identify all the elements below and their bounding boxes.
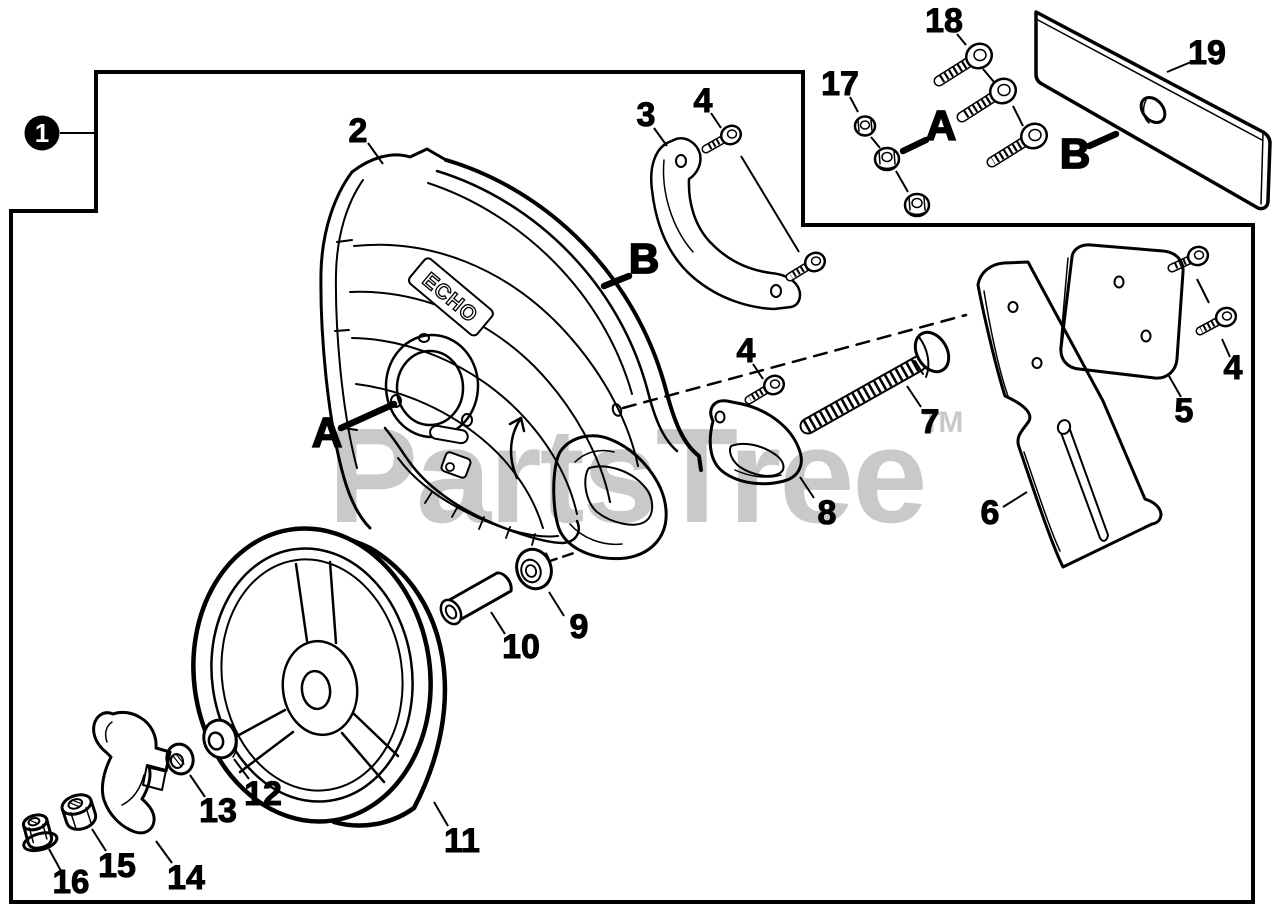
callout-12[interactable]: 12: [244, 775, 283, 814]
nut-17-middle: [873, 146, 901, 172]
screw-4-mid-left: [785, 251, 827, 282]
bolt-18-middle: [956, 77, 1018, 123]
leader-6: [1002, 491, 1028, 508]
ref-letter-b-inset: B: [1060, 130, 1090, 177]
callout-5[interactable]: 5: [1174, 392, 1194, 431]
screw-4-top: [701, 124, 743, 154]
part-8-bracket: [708, 399, 803, 486]
leader-16: [48, 848, 62, 872]
part-5-plate: [1059, 243, 1185, 380]
brand-badge: ECHO: [407, 257, 494, 337]
leader-12: [233, 758, 250, 780]
part-15-nut: [60, 793, 98, 831]
callout-10[interactable]: 10: [502, 628, 541, 667]
callout-labels: 2 3 4 4 4 5 6 7 8 9 10 11 12 13 14 15: [48, 2, 1243, 901]
ref-letter-b-main: B: [629, 235, 659, 282]
part-17-nuts: [853, 115, 931, 218]
ref-a-inset-pointer: [899, 136, 930, 155]
nut-17-top: [853, 115, 877, 137]
leader-17: [849, 96, 859, 113]
callout-1-circle[interactable]: [24, 115, 60, 151]
screw-4-right-upper: [1167, 245, 1210, 273]
leader-19: [1166, 61, 1192, 73]
callout-19[interactable]: 19: [1188, 34, 1227, 73]
screw-4-right-lower: [1195, 306, 1238, 336]
shield-rear-boot: [552, 434, 668, 561]
callout-4-top[interactable]: 4: [693, 82, 713, 121]
leader-3: [653, 127, 668, 147]
leader-5: [1168, 375, 1182, 398]
leader-11: [433, 801, 449, 827]
part-10-spacer: [439, 571, 513, 626]
ref-b-main-pointer: [600, 272, 633, 290]
bolt-18-bottom: [986, 122, 1049, 168]
ref-a-main-pointer: [337, 400, 398, 432]
part-6-plate: [976, 260, 1163, 569]
leader-13: [189, 774, 206, 798]
part-2-shield: ECHO: [319, 147, 703, 561]
part-16-nut: [21, 813, 59, 853]
leader-10: [490, 611, 506, 635]
leader-9: [548, 591, 565, 617]
bolt-18-top: [933, 42, 994, 87]
callout-7[interactable]: 7: [920, 403, 940, 442]
part-18-bolts: [933, 42, 1049, 168]
diagram-frame-border: [9, 70, 1255, 904]
callout-9[interactable]: 9: [569, 608, 589, 647]
watermark-tm: TM: [922, 406, 961, 439]
leader-8: [799, 476, 815, 499]
part-12-washer: [202, 718, 238, 760]
leader-14: [155, 840, 173, 864]
leader-7: [906, 385, 922, 408]
part-7-bolt: [799, 330, 951, 435]
part-19-scraper-blade: [1034, 10, 1272, 211]
rotation-arrow-icon: [508, 416, 526, 480]
callout-16[interactable]: 16: [52, 863, 90, 901]
leader-4-top-a: [710, 112, 722, 129]
part-14-lever: [92, 710, 172, 835]
callout-3[interactable]: 3: [636, 96, 656, 135]
leader-18: [956, 33, 967, 46]
inset-hardware-group: [853, 10, 1272, 218]
callout-2[interactable]: 2: [348, 112, 368, 151]
part-3-bracket: [650, 137, 802, 311]
part-11-wheel: [191, 526, 448, 828]
leader-4-right-a: [1196, 278, 1210, 304]
part-4-screws: [701, 124, 1238, 405]
callout-11[interactable]: 11: [444, 822, 481, 861]
wheel-spokes: [224, 560, 400, 784]
part-9-washer: [515, 547, 553, 591]
callout-13[interactable]: 13: [199, 792, 238, 831]
callout-1-assembly[interactable]: 1: [24, 115, 95, 151]
ref-b-inset-pointer: [1085, 130, 1120, 150]
leader-4-center: [752, 363, 764, 380]
leader-15: [91, 828, 107, 852]
nut-17-bottom: [903, 192, 931, 218]
callout-1[interactable]: 1: [35, 118, 49, 148]
ref-letter-a-main: A: [312, 409, 342, 456]
leader-4-right-b: [1221, 338, 1231, 358]
callout-18[interactable]: 18: [925, 2, 964, 41]
callout-15[interactable]: 15: [98, 847, 137, 886]
reference-letters: A B A B: [311, 101, 1120, 457]
callout-17[interactable]: 17: [821, 65, 860, 104]
callout-6[interactable]: 6: [980, 494, 1000, 533]
screw-4-center: [744, 374, 786, 405]
callout-8[interactable]: 8: [817, 494, 837, 533]
callout-4-right[interactable]: 4: [1223, 349, 1243, 388]
callout-14[interactable]: 14: [167, 859, 206, 898]
shield-hole-a: [390, 394, 402, 408]
watermark: PartsTree TM: [328, 400, 963, 551]
leader-2: [367, 142, 384, 165]
leader-4-top-b: [740, 155, 800, 253]
callout-4-center[interactable]: 4: [736, 332, 756, 371]
ref-letter-a-inset: A: [926, 102, 956, 149]
